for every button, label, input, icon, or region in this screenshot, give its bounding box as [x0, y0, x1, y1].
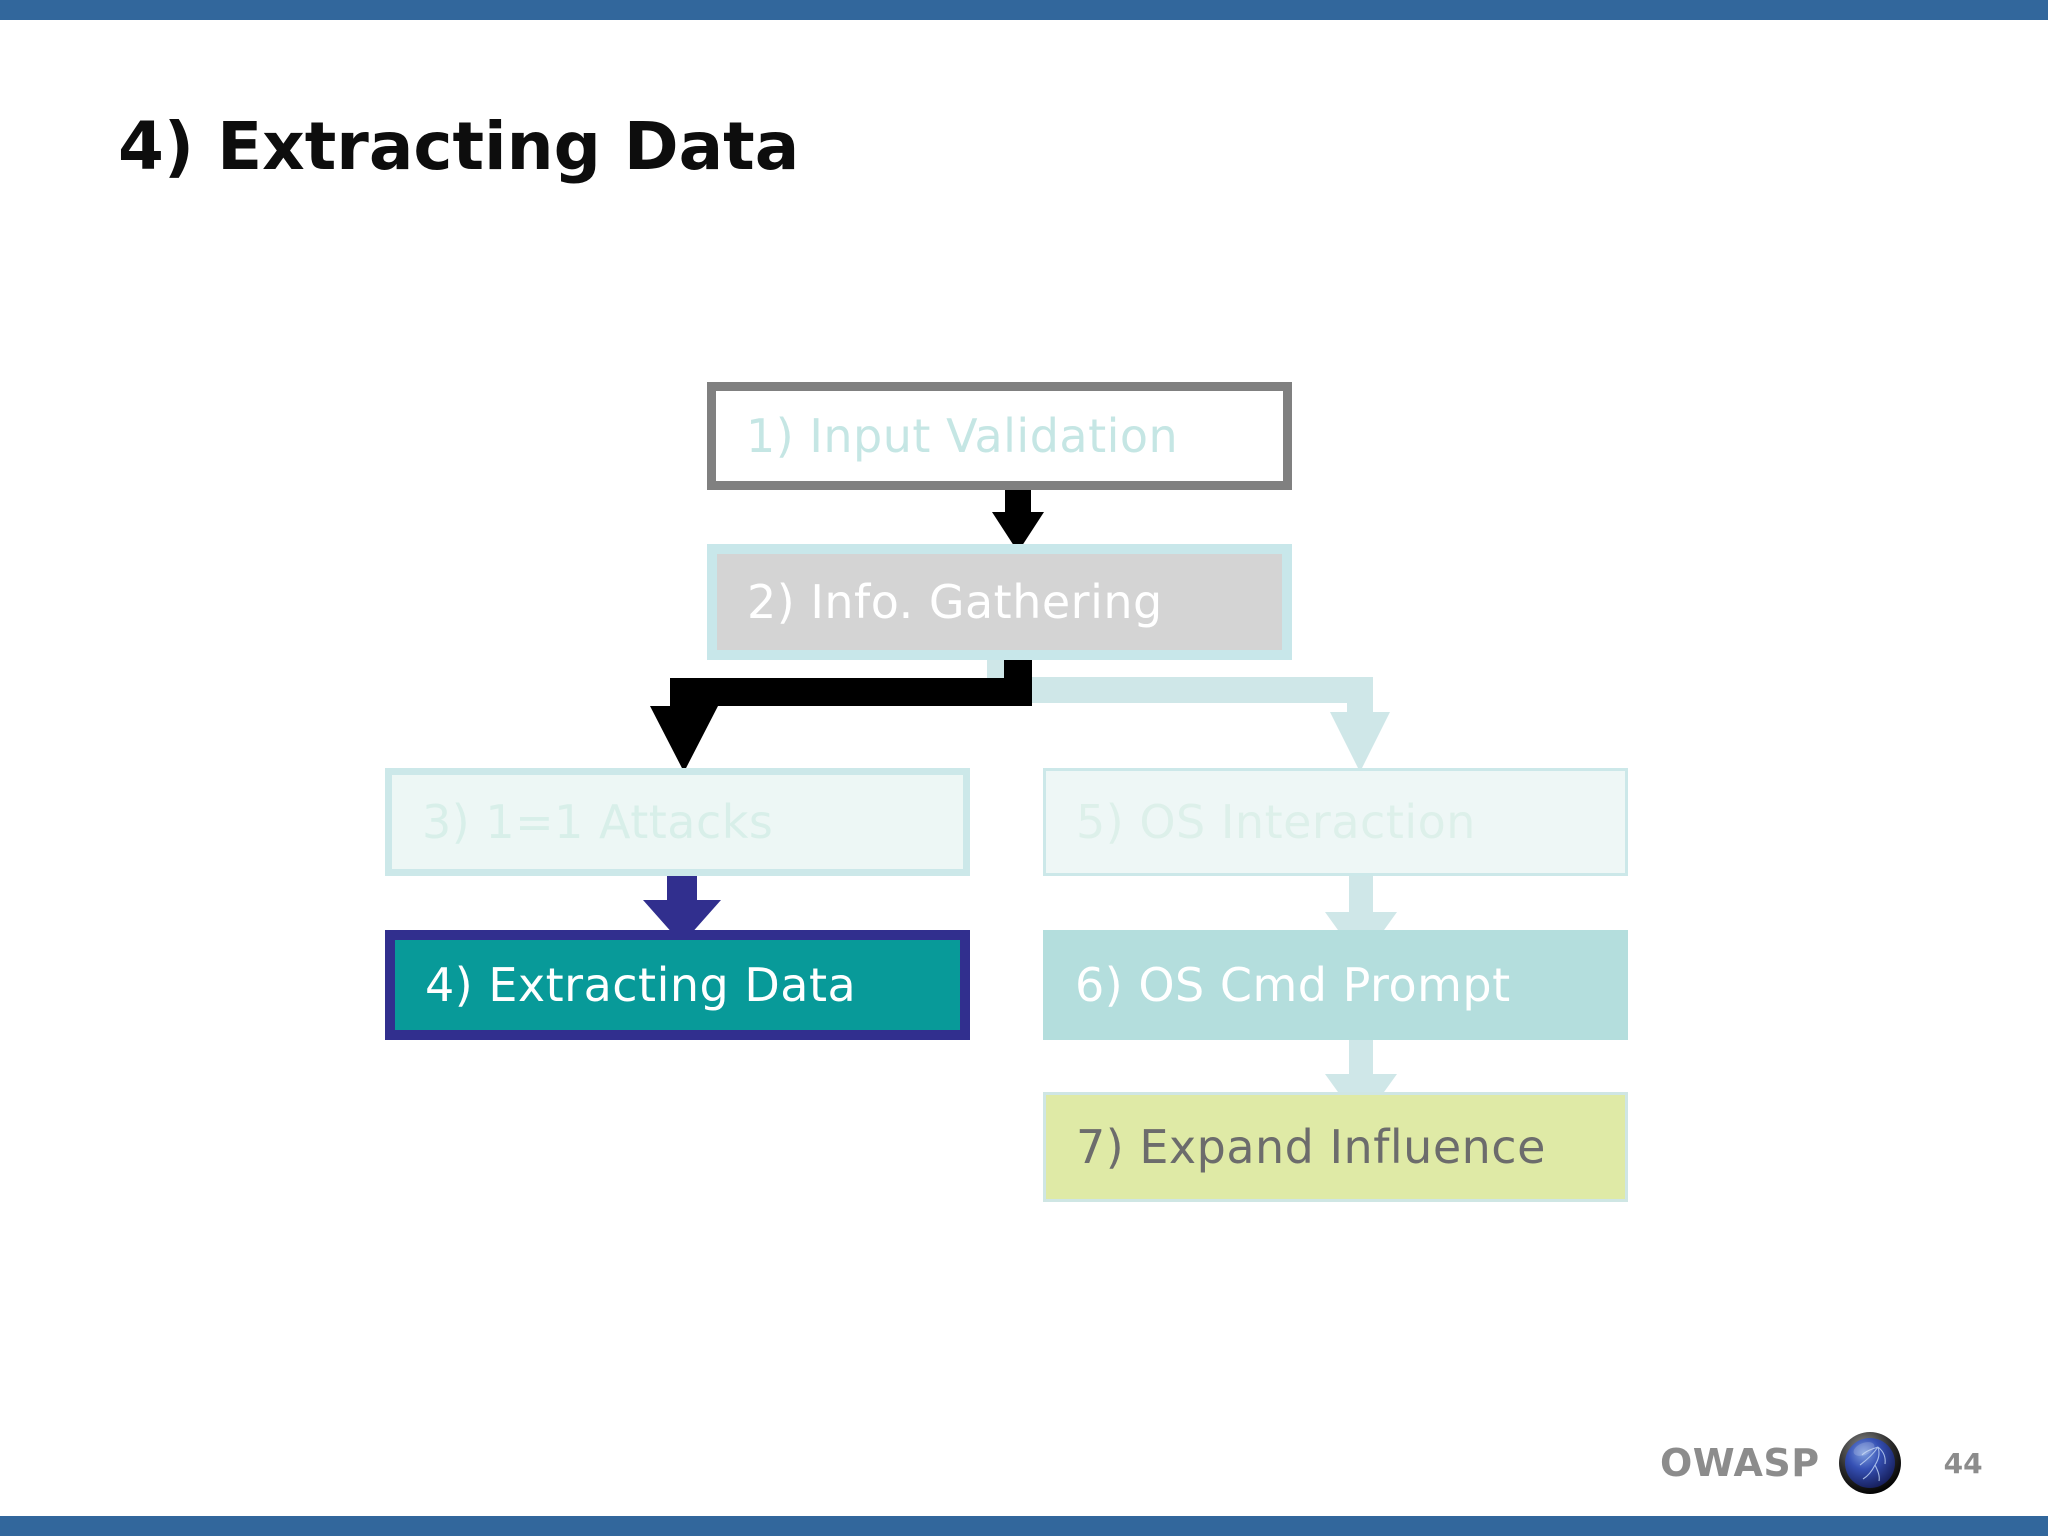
flow-node-label: 6) OS Cmd Prompt: [1075, 958, 1511, 1012]
flow-node-label: 2) Info. Gathering: [747, 575, 1163, 629]
flow-node-info-gathering[interactable]: 2) Info. Gathering: [707, 544, 1292, 660]
owasp-globe-icon: [1838, 1431, 1902, 1495]
flow-node-os-interaction[interactable]: 5) OS Interaction: [1043, 768, 1628, 876]
flow-node-input-validation[interactable]: 1) Input Validation: [707, 382, 1292, 490]
flow-node-label: 7) Expand Influence: [1076, 1120, 1546, 1174]
flow-node-expand-influence[interactable]: 7) Expand Influence: [1043, 1092, 1628, 1202]
owasp-brand-label: OWASP: [1660, 1441, 1820, 1485]
slide-footer: OWASP: [1660, 1428, 1983, 1498]
flow-node-label: 5) OS Interaction: [1076, 795, 1476, 849]
flow-node-label: 4) Extracting Data: [425, 958, 857, 1012]
flow-node-label: 3) 1=1 Attacks: [422, 795, 774, 849]
flow-node-extracting-data[interactable]: 4) Extracting Data: [385, 930, 970, 1040]
page-number: 44: [1943, 1446, 1983, 1480]
edge-2-to-5: [987, 660, 1390, 772]
edge-2-to-3: [650, 660, 1032, 772]
flow-node-os-cmd-prompt[interactable]: 6) OS Cmd Prompt: [1043, 930, 1628, 1040]
page-title: 4) Extracting Data: [118, 108, 800, 185]
bottom-accent-band: [0, 1516, 2048, 1536]
edge-1-to-2: [992, 488, 1044, 552]
flow-node-one-equals-one-attacks[interactable]: 3) 1=1 Attacks: [385, 768, 970, 876]
flow-node-label: 1) Input Validation: [746, 409, 1179, 463]
top-accent-band: [0, 0, 2048, 20]
